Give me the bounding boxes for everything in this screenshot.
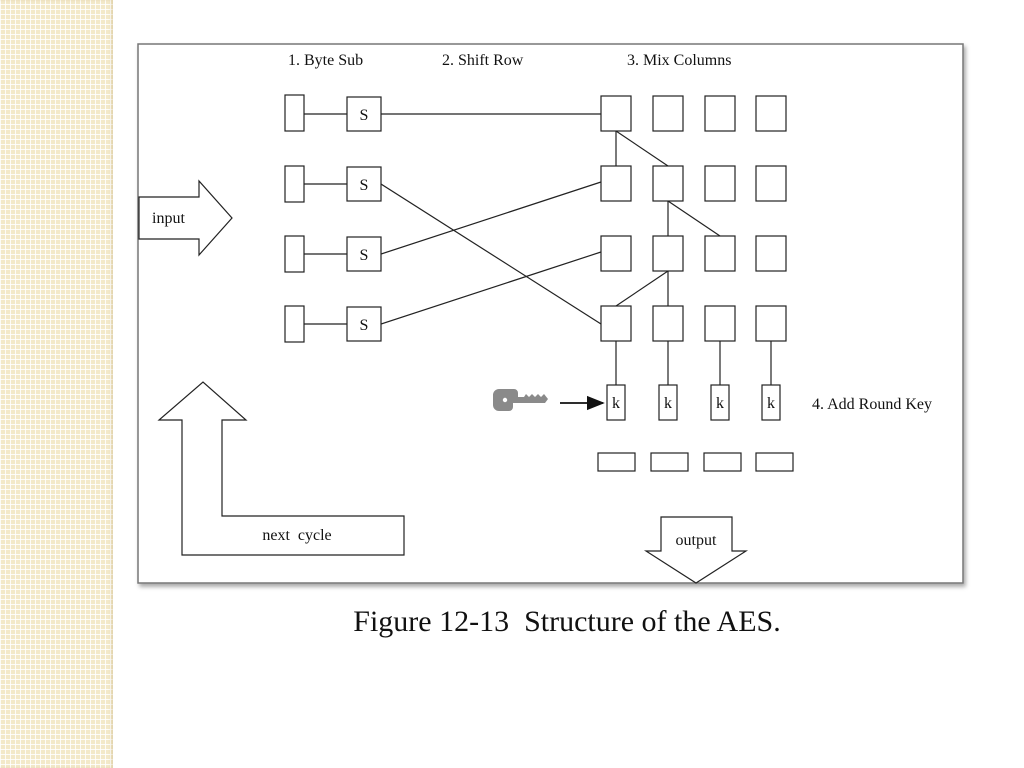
output-byte-box (597, 452, 636, 472)
mix-column-wire (667, 200, 721, 237)
round-key-labels: k k k k (612, 395, 775, 412)
shift-row-wire (380, 251, 602, 325)
sbox-label: S (360, 177, 369, 194)
input-byte-box (284, 94, 305, 132)
mix-column-wire (615, 270, 669, 307)
diagram-border (137, 43, 964, 584)
output-byte-box (755, 452, 794, 472)
sbox-label: S (360, 107, 369, 124)
output-byte-box (650, 452, 689, 472)
round-key-label: k (664, 395, 672, 412)
sbox-labels: S S S S (360, 107, 369, 334)
next-cycle-label: next cycle (262, 527, 331, 544)
shift-row-wire (380, 183, 602, 325)
key-icon (493, 389, 548, 411)
output-arrow-label: output (676, 532, 717, 549)
step-mix-columns-label: 3. Mix Columns (627, 52, 731, 69)
mix-column-wire (615, 130, 669, 167)
decorative-side-strip (0, 0, 113, 768)
input-arrow (138, 179, 233, 257)
step-shift-row-label: 2. Shift Row (442, 52, 524, 69)
sbox-label: S (360, 247, 369, 264)
round-key-box (658, 384, 678, 421)
step-add-round-key-label: 4. Add Round Key (812, 396, 932, 413)
round-key-label: k (716, 395, 724, 412)
output-arrow (643, 516, 749, 584)
figure-caption: Figure 12-13 Structure of the AES. (353, 605, 781, 638)
round-key-label: k (767, 395, 775, 412)
round-key-label: k (612, 395, 620, 412)
round-key-box (606, 384, 626, 421)
shift-row-wire (380, 181, 602, 255)
input-arrow-label: input (152, 210, 185, 227)
next-cycle-arrow (157, 381, 405, 556)
output-byte-box (703, 452, 742, 472)
step-byte-sub-label: 1. Byte Sub (288, 52, 363, 69)
round-key-box (761, 384, 781, 421)
sbox-label: S (360, 317, 369, 334)
round-key-box (710, 384, 730, 421)
